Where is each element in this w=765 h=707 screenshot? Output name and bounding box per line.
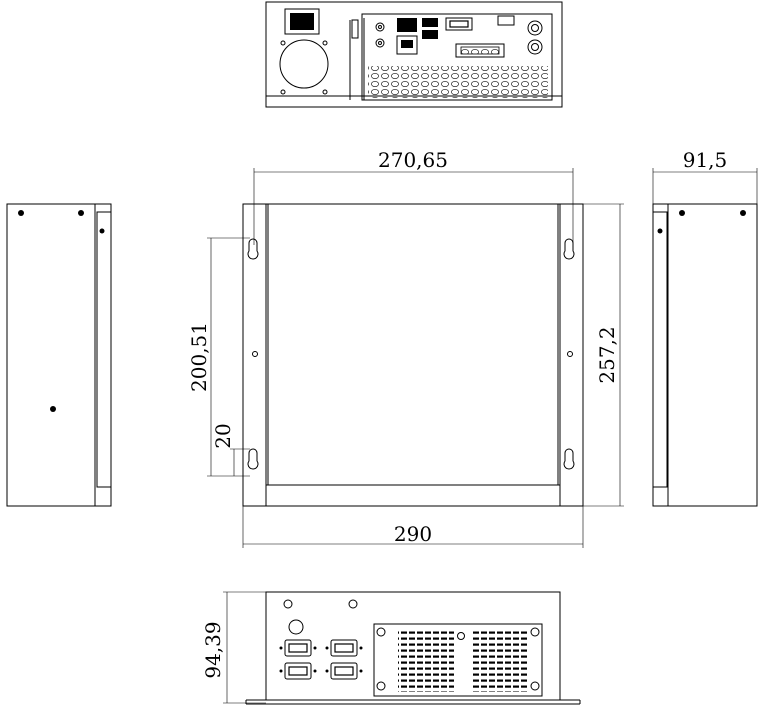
left-side-view [6, 203, 112, 507]
dim-side-depth: 91,5 [683, 148, 728, 172]
power-inlet-icon [290, 13, 314, 30]
db9-connector-icon [279, 639, 363, 680]
vent-grid [368, 66, 548, 98]
bottom-io-view [245, 591, 581, 705]
dim-left-spacing: 200,51 [187, 322, 211, 392]
dim-left-small: 20 [211, 423, 235, 448]
right-side-view [652, 203, 758, 507]
dim-top-width: 270,65 [378, 148, 448, 172]
vent-slots-left [398, 630, 454, 692]
usb-port-icon [397, 18, 417, 32]
fan-icon [279, 39, 329, 89]
dim-bottom-height: 94,39 [201, 621, 225, 678]
parallel-port-icon [455, 43, 505, 58]
dim-right-height: 257,2 [595, 326, 619, 383]
lan-port-icon [396, 35, 418, 55]
rear-panel-view [265, 1, 563, 108]
dim-bottom-width: 290 [394, 522, 432, 546]
front-view [242, 203, 584, 507]
dimension-lines [207, 168, 758, 704]
vent-slots-right [472, 630, 528, 692]
serial-port-icon [445, 17, 473, 31]
mount-slot [247, 238, 259, 260]
